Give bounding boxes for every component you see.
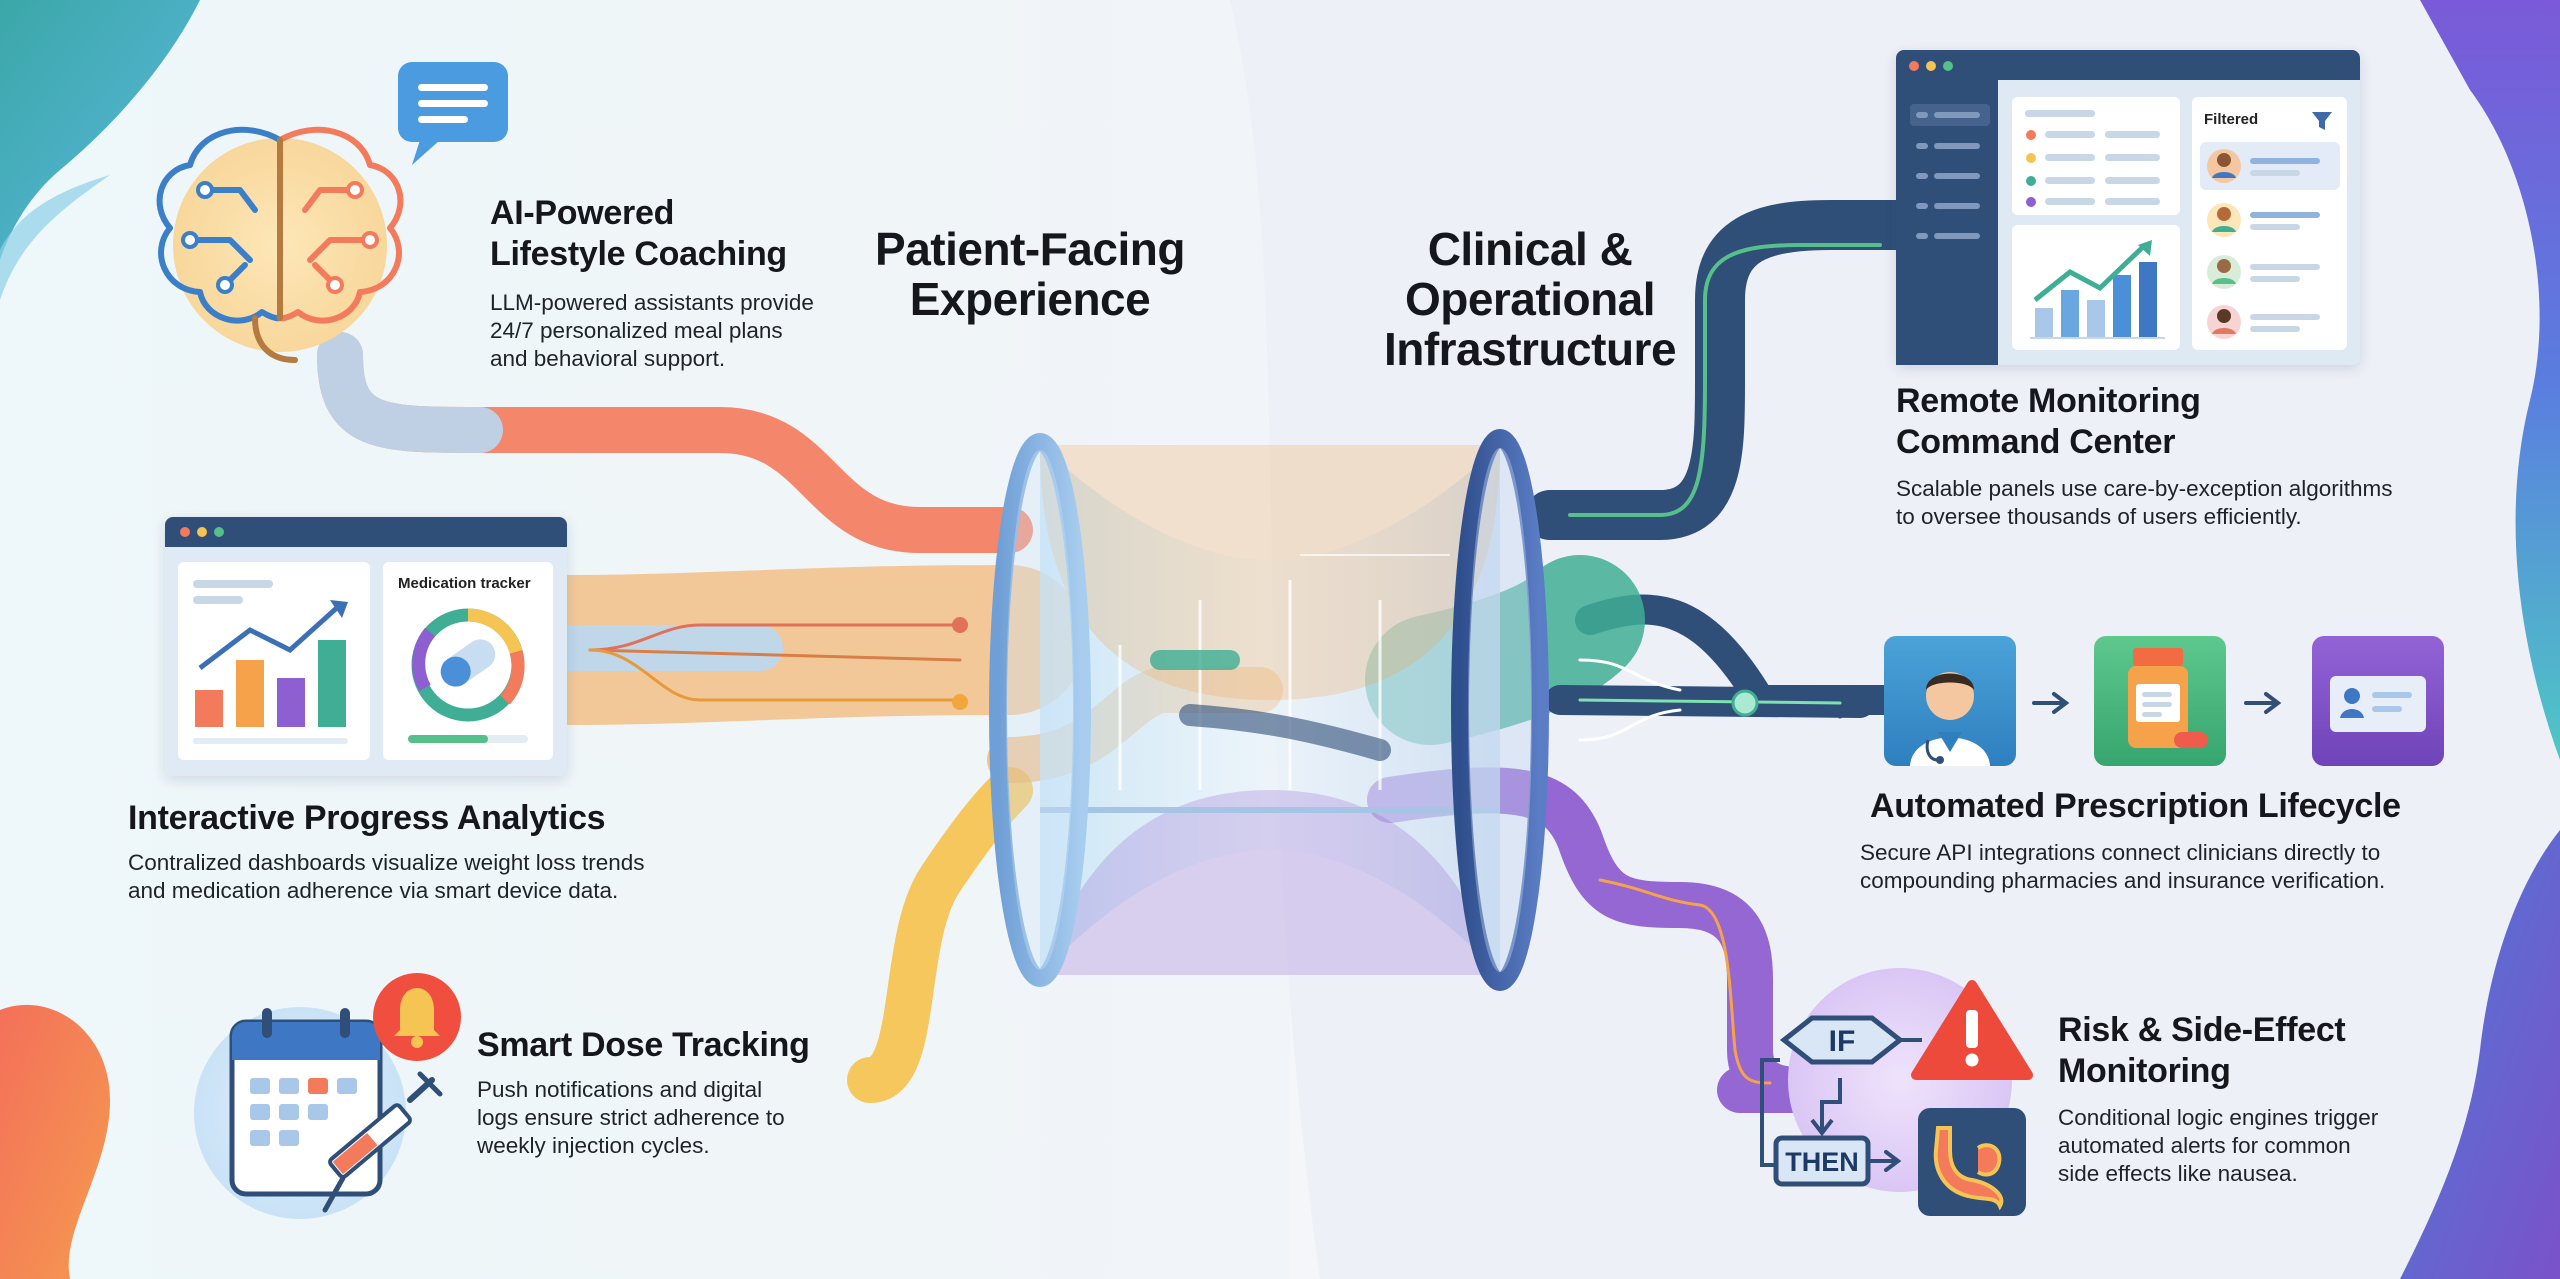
remote-monitoring-title: Remote Monitoring Command Center — [1896, 382, 2201, 461]
brain-circuit-icon — [156, 126, 404, 363]
then-block: THEN — [1773, 1135, 1871, 1187]
header-line: Operational — [1404, 273, 1656, 325]
ai-coaching-illustration — [156, 62, 508, 363]
dose-tracking-description: Push notifications and digital logs ensu… — [477, 1077, 785, 1158]
avatar-icon — [2207, 149, 2241, 339]
syringe-icon — [322, 1071, 443, 1213]
header-line: Experience — [909, 273, 1151, 325]
risk-monitoring-illustration: IF THEN — [1760, 968, 2033, 1216]
prescription-lifecycle-title: Automated Prescription Lifecycle — [1870, 787, 2401, 825]
decor-blob-top-left — [0, 0, 200, 260]
progress-analytics-title: Interactive Progress Analytics — [128, 799, 606, 837]
risk-monitoring-description: Conditional logic engines trigger automa… — [2058, 1105, 2379, 1186]
ai-coaching-description: LLM-powered assistants provide 24/7 pers… — [490, 290, 814, 371]
logic-if-label: IF — [1829, 1025, 1856, 1058]
patient-facing-header: Patient-Facing Experience — [820, 224, 1240, 324]
decor-blob-bottom-right — [2400, 830, 2560, 1279]
integration-funnel — [989, 429, 1549, 991]
progress-analytics-card: Interactive Progress Analytics Contraliz… — [128, 798, 768, 905]
arrow-right-icon — [2032, 692, 2070, 714]
chat-bubble-icon — [398, 62, 508, 165]
decor-blob-right — [2420, 0, 2560, 760]
remote-monitoring-description: Scalable panels use care-by-exception al… — [1896, 476, 2393, 529]
logic-then-label: THEN — [1785, 1147, 1859, 1177]
progress-analytics-dashboard: Medication tracker — [165, 517, 567, 776]
arrow-right-icon — [1837, 687, 1865, 719]
pill-icon — [440, 639, 496, 687]
prescription-lifecycle-flow — [1837, 636, 2444, 766]
if-block: IF — [1779, 1015, 1905, 1065]
prescription-lifecycle-description: Secure API integrations connect clinicia… — [1860, 840, 2386, 893]
decor-blob-bottom-left — [0, 1004, 110, 1279]
remote-monitoring-card: Remote Monitoring Command Center Scalabl… — [1896, 381, 2456, 531]
ai-coaching-card: AI-Powered Lifestyle Coaching LLM-powere… — [490, 193, 870, 373]
header-line: Infrastructure — [1383, 323, 1677, 375]
header-line: Clinical & — [1427, 223, 1633, 275]
dose-tracking-illustration — [194, 973, 461, 1219]
command-center-dashboard: Filtered — [1896, 50, 2360, 365]
prescription-lifecycle-card: Automated Prescription Lifecycle Secure … — [1860, 786, 2480, 895]
warning-triangle-icon — [1911, 980, 2033, 1080]
dose-tracking-title: Smart Dose Tracking — [477, 1026, 810, 1064]
pill-bottle-icon — [2094, 636, 2226, 766]
bar-chart-icon — [193, 600, 348, 744]
dose-tracking-card: Smart Dose Tracking Push notifications a… — [477, 1025, 877, 1160]
bell-icon — [373, 973, 461, 1061]
risk-monitoring-card: Risk & Side-Effect Monitoring Conditiona… — [2058, 1010, 2388, 1188]
progress-analytics-description: Contralized dashboards visualize weight … — [128, 850, 645, 903]
monitoring-bar-chart — [2030, 240, 2165, 339]
header-line: Patient-Facing — [875, 223, 1185, 275]
medication-tracker-label: Medication tracker — [398, 575, 531, 592]
stomach-icon — [1918, 1108, 2026, 1216]
clinical-operational-header: Clinical & Operational Infrastructure — [1330, 224, 1730, 374]
id-card-icon — [2312, 636, 2444, 766]
funnel-filter-icon — [2312, 112, 2332, 130]
filtered-label: Filtered — [2204, 111, 2258, 128]
arrow-right-icon — [2244, 692, 2282, 714]
risk-monitoring-title: Risk & Side-Effect Monitoring — [2058, 1011, 2346, 1090]
ai-coaching-title: AI-Powered Lifestyle Coaching — [490, 194, 787, 273]
decor-blob-top-left-soft — [0, 175, 110, 300]
doctor-icon — [1884, 636, 2016, 766]
